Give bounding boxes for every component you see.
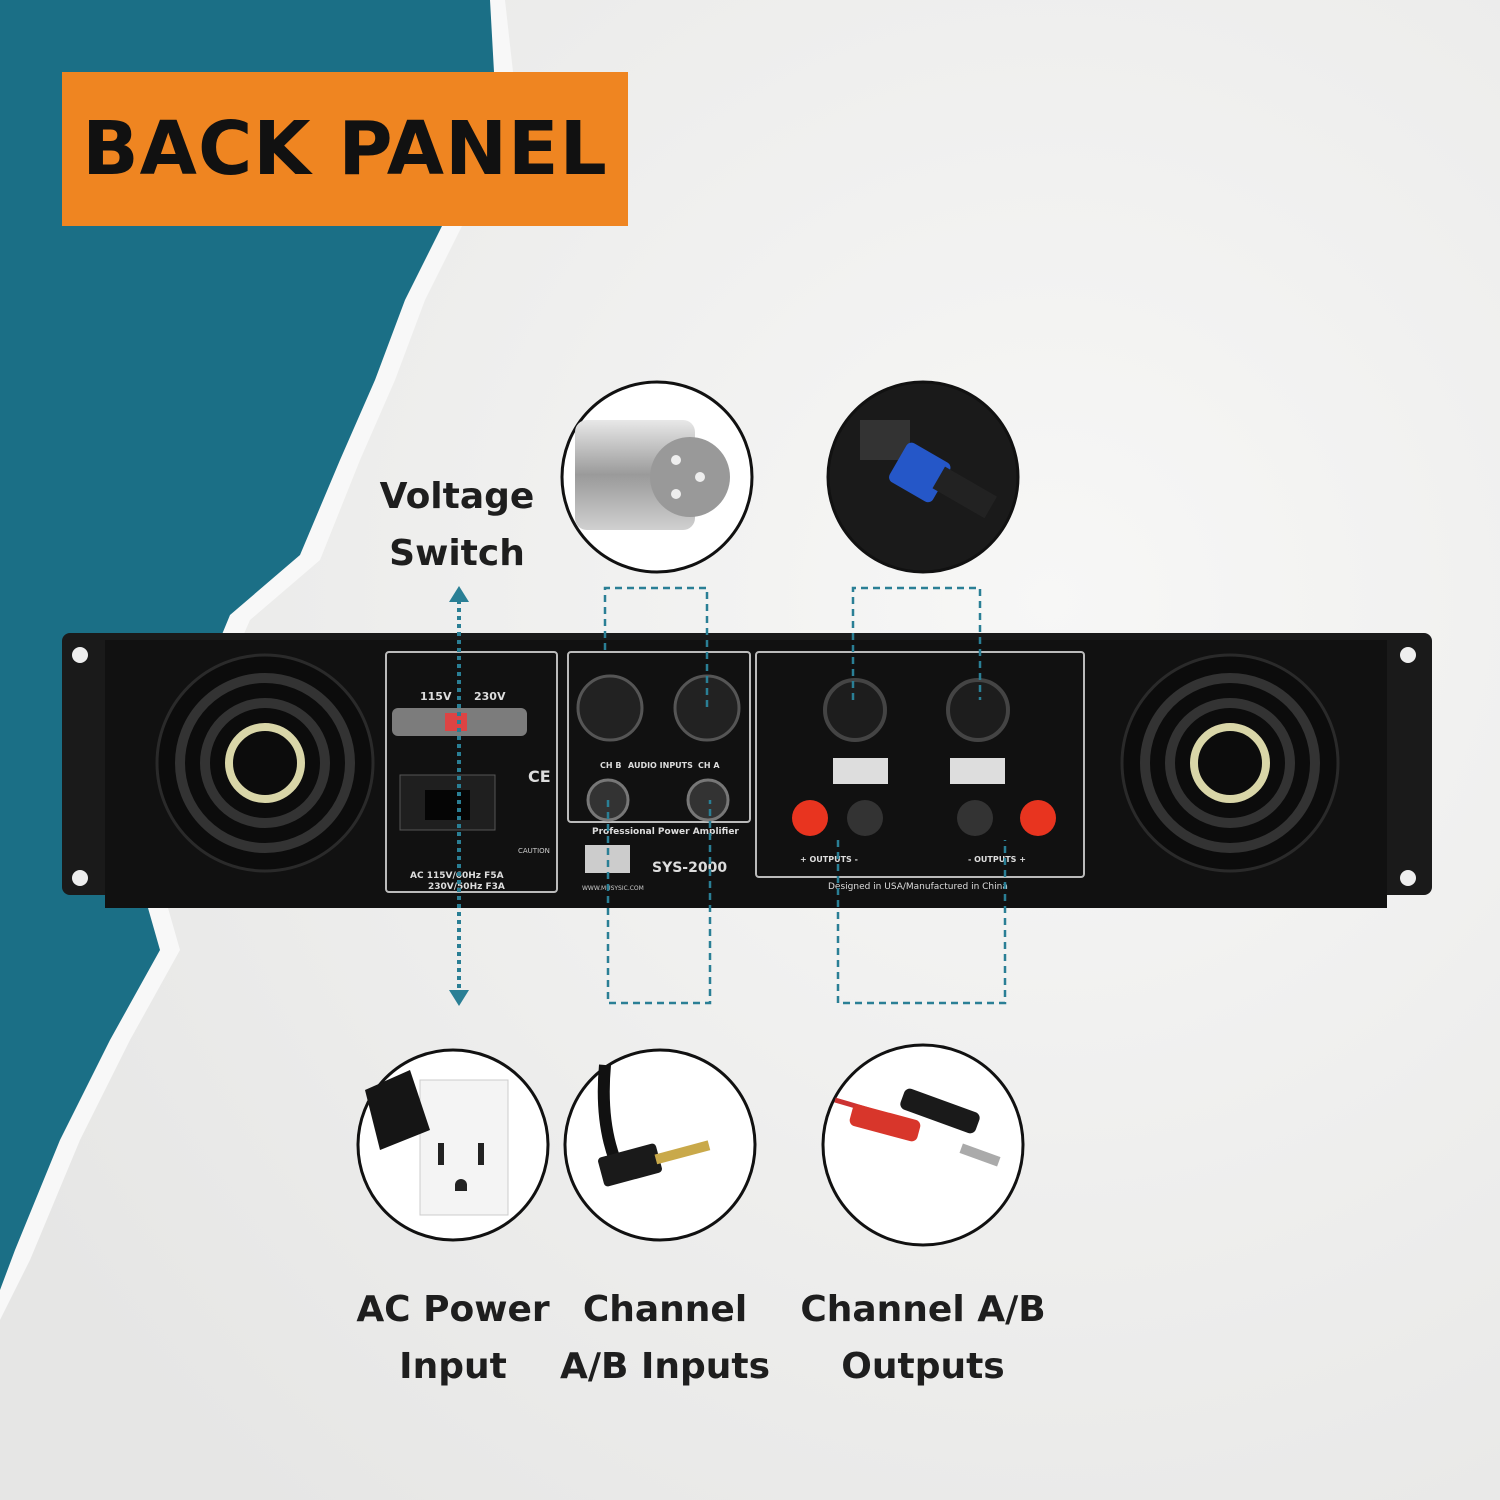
label-line: Input <box>399 1346 507 1387</box>
callout-lines <box>603 586 1007 1005</box>
label-channel-outputs: Channel A/B Outputs <box>800 1281 1045 1395</box>
speakon-output-ch-a[interactable] <box>946 678 1010 742</box>
ch-a-label: CH A <box>698 761 720 770</box>
binding-post-red-a[interactable] <box>1020 800 1056 836</box>
label-line: Voltage <box>379 476 535 517</box>
outputs-a-label: - OUTPUTS + <box>968 855 1026 864</box>
fan-left <box>155 653 375 873</box>
quarter-inch-jack-icon <box>563 1048 757 1242</box>
label-line: Channel A/B <box>800 1289 1046 1330</box>
label-channel-inputs: Channel A/B Inputs <box>560 1281 770 1395</box>
website: WWW.MUSYSIC.COM <box>582 885 644 892</box>
product-line: Professional Power Amplifier <box>592 827 739 837</box>
label-line: Channel <box>582 1289 748 1330</box>
origin-label: Designed in USA/Manufactured in China <box>828 882 1008 892</box>
back-panel-banner: BACK PANEL <box>62 72 628 226</box>
ac-rating-2: 230V/50Hz F3A <box>428 882 505 892</box>
ac-rating-1: AC 115V/60Hz F5A <box>410 871 504 881</box>
xlr-connector-icon <box>560 380 754 574</box>
label-line: AC Power <box>356 1289 550 1330</box>
speakon-output-ch-b[interactable] <box>823 678 887 742</box>
label-voltage-switch: Voltage Switch <box>380 468 535 582</box>
binding-post-black-a[interactable] <box>957 800 993 836</box>
label-ac-power-input: AC Power Input <box>356 1281 549 1395</box>
label-115v: 115V <box>420 690 452 703</box>
binding-post-red-b[interactable] <box>792 800 828 836</box>
xlr-input-ch-b[interactable] <box>576 674 644 742</box>
audio-inputs-label: AUDIO INPUTS <box>628 761 693 770</box>
jack-input-ch-a[interactable] <box>686 778 730 822</box>
label-230v: 230V <box>474 690 506 703</box>
caution-label: CAUTION <box>518 847 550 855</box>
label-line: A/B Inputs <box>559 1346 771 1387</box>
teal-background <box>0 0 495 1290</box>
speakon-connector-icon <box>826 380 1020 574</box>
voltage-arrow <box>449 586 469 1006</box>
ch-b-label: CH B <box>600 761 621 770</box>
label-line: Switch <box>389 533 525 574</box>
banner-title: BACK PANEL <box>82 106 608 192</box>
outputs-b-label: + OUTPUTS - <box>800 855 858 864</box>
xlr-input-ch-a[interactable] <box>673 674 741 742</box>
ac-plug-outlet-icon <box>356 1048 550 1242</box>
fan-right <box>1120 653 1340 873</box>
model-name: SYS-2000 <box>652 860 727 876</box>
ce-mark: CE <box>528 767 551 786</box>
label-line: Outputs <box>841 1346 1005 1387</box>
banana-plug-icon <box>821 1043 1025 1247</box>
amplifier-back-panel: 115V 230V CE CAUTION AC 115V/60Hz F5A 23… <box>62 633 1432 908</box>
binding-post-black-b[interactable] <box>847 800 883 836</box>
